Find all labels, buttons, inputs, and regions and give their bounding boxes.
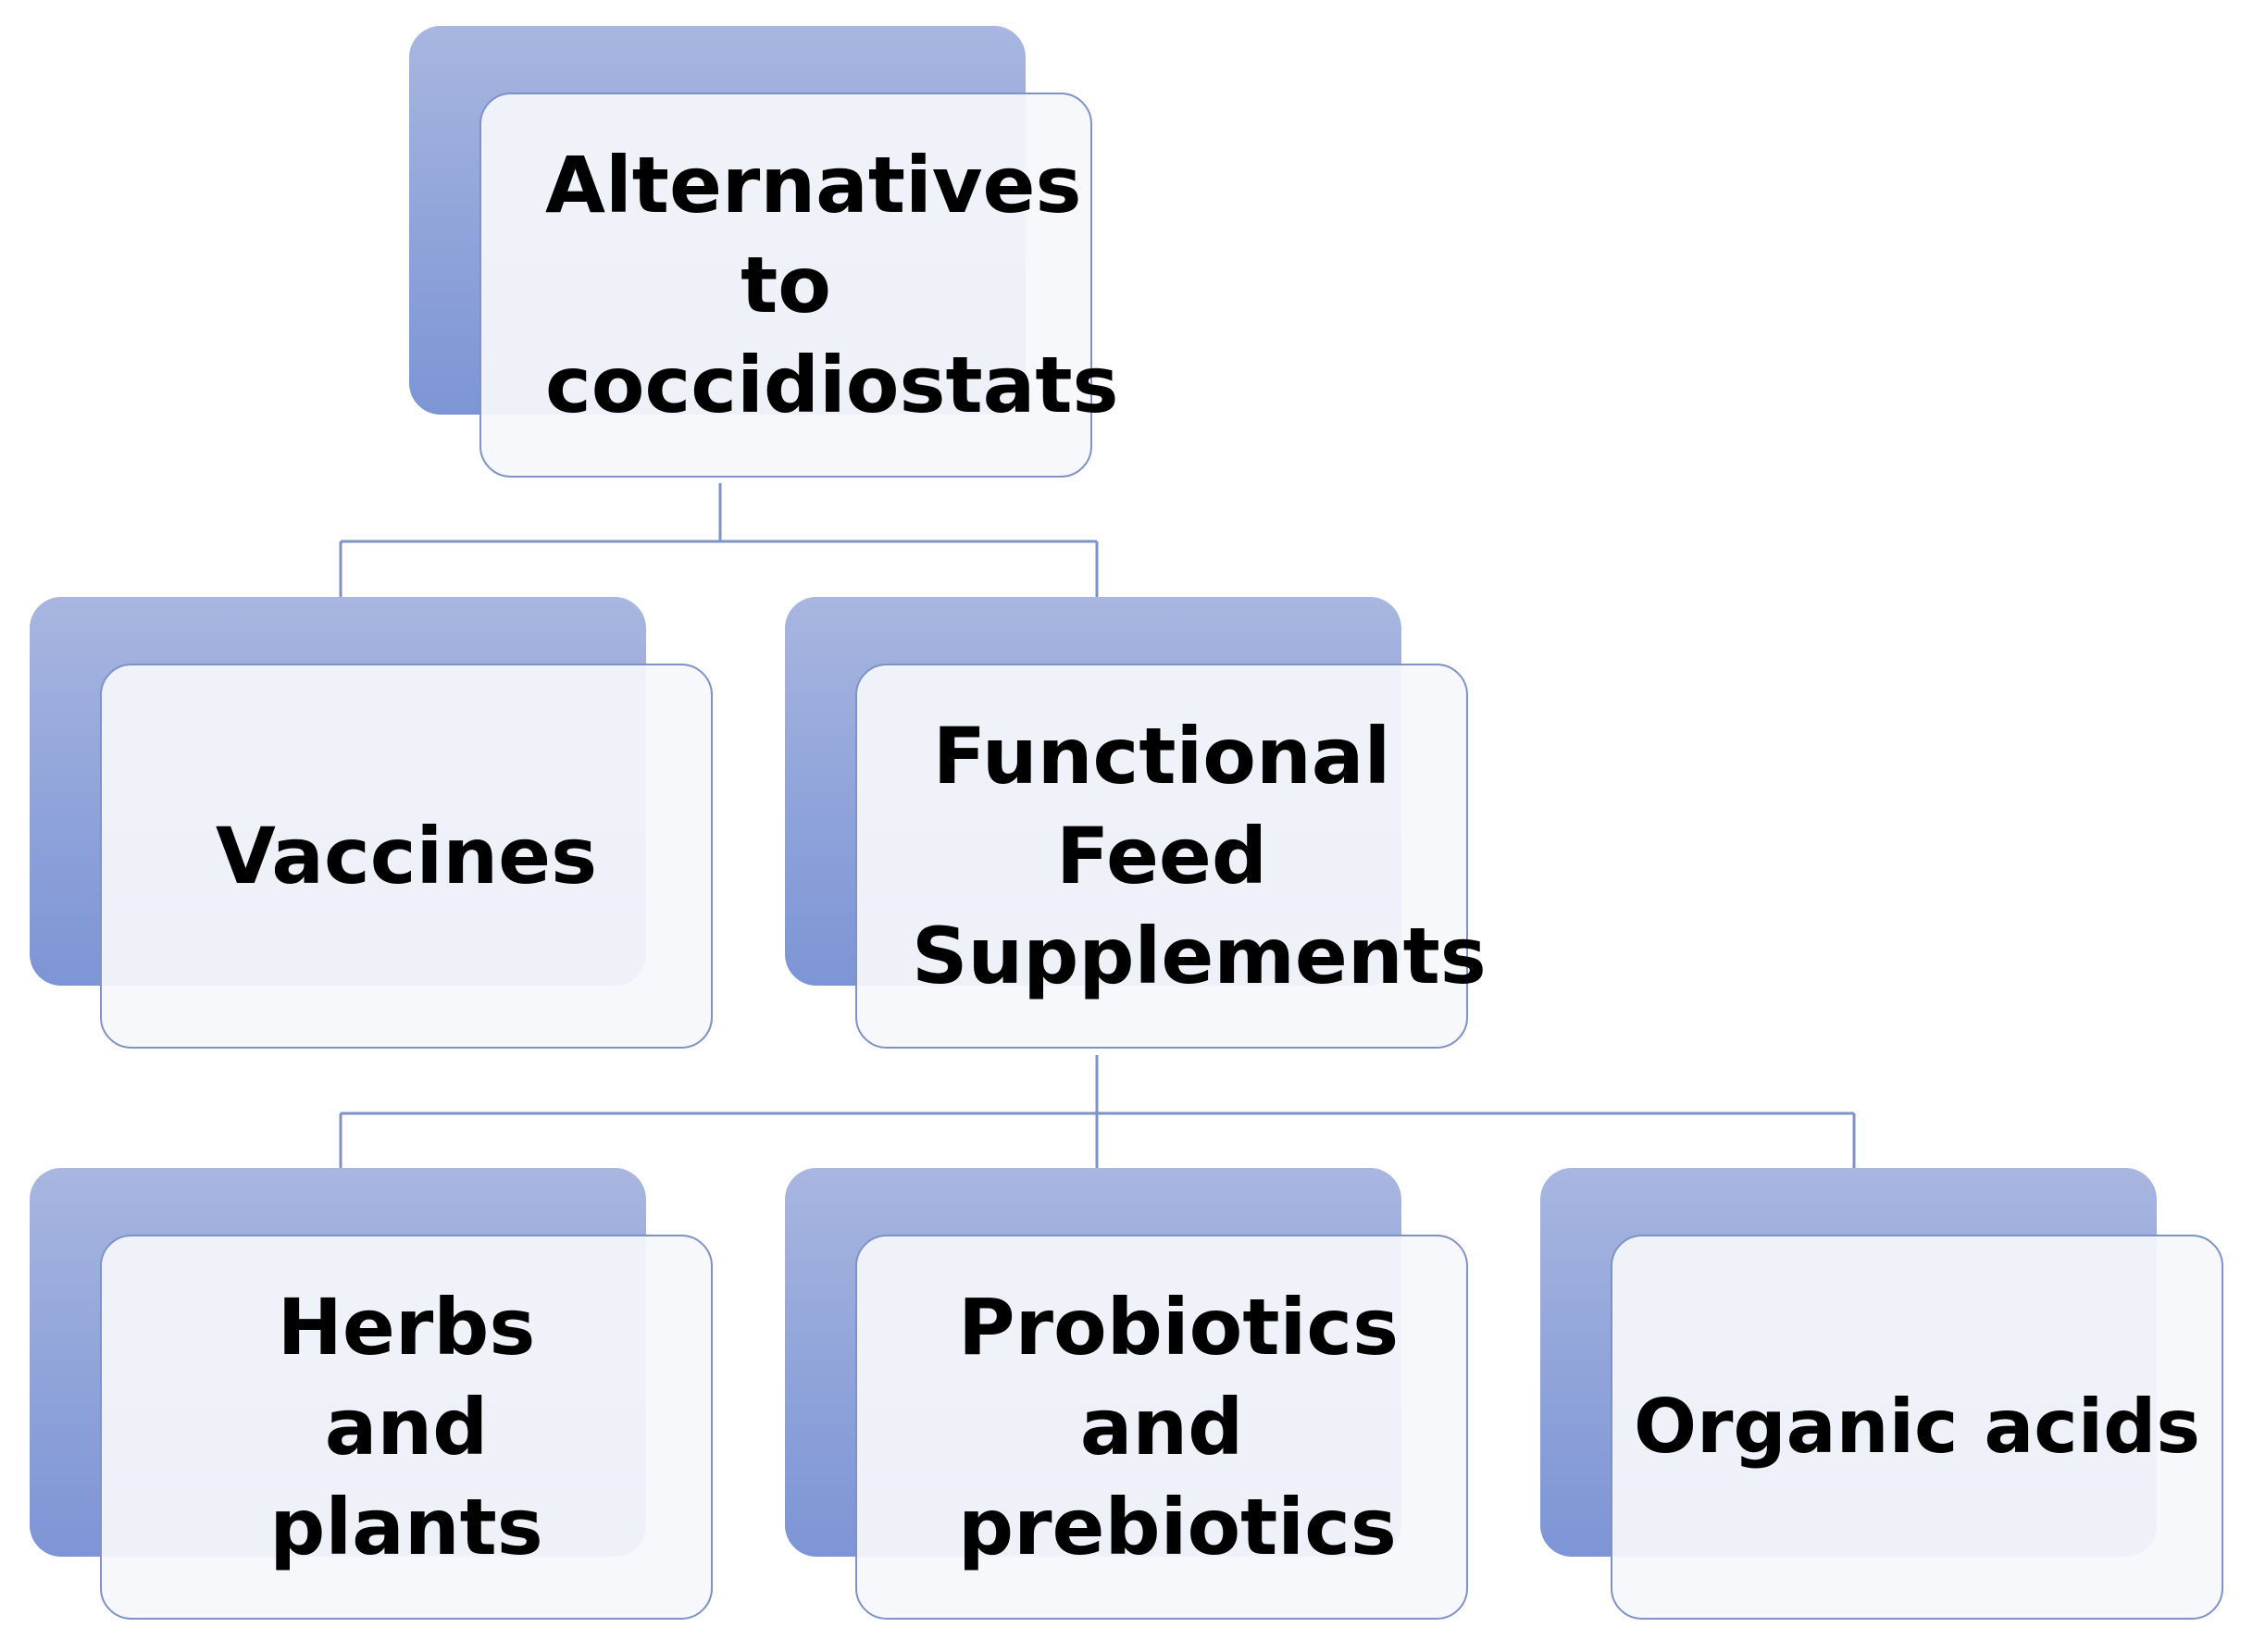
node-vaccines-label: Vaccines [215,811,598,901]
node-herbs-label: Herbs and plants [269,1282,543,1572]
node-root-card: Alternatives to coccidiostats [479,93,1119,478]
node-probiotics-and-prebiotics: Probiotics and prebiotics [785,1168,1470,1620]
node-organic-card: Organic acids [1611,1235,2223,1620]
node-herbs-card: Herbs and plants [100,1235,713,1620]
node-vaccines: Vaccines [30,597,715,1049]
node-functional-feed-supplements: Functional Feed Supplements [785,597,1487,1049]
node-root: Alternatives to coccidiostats [409,26,1119,478]
node-probiotics-card: Probiotics and prebiotics [855,1235,1468,1620]
node-vaccines-card: Vaccines [100,664,713,1049]
node-organic-label: Organic acids [1633,1384,2201,1470]
node-root-label: Alternatives to coccidiostats [545,140,1119,430]
node-probiotics-label: Probiotics and prebiotics [958,1282,1400,1572]
node-herbs-and-plants: Herbs and plants [30,1168,715,1620]
node-functional-label: Functional Feed Supplements [912,711,1487,1001]
node-organic-acids: Organic acids [1540,1168,2225,1620]
node-functional-card: Functional Feed Supplements [855,664,1487,1049]
